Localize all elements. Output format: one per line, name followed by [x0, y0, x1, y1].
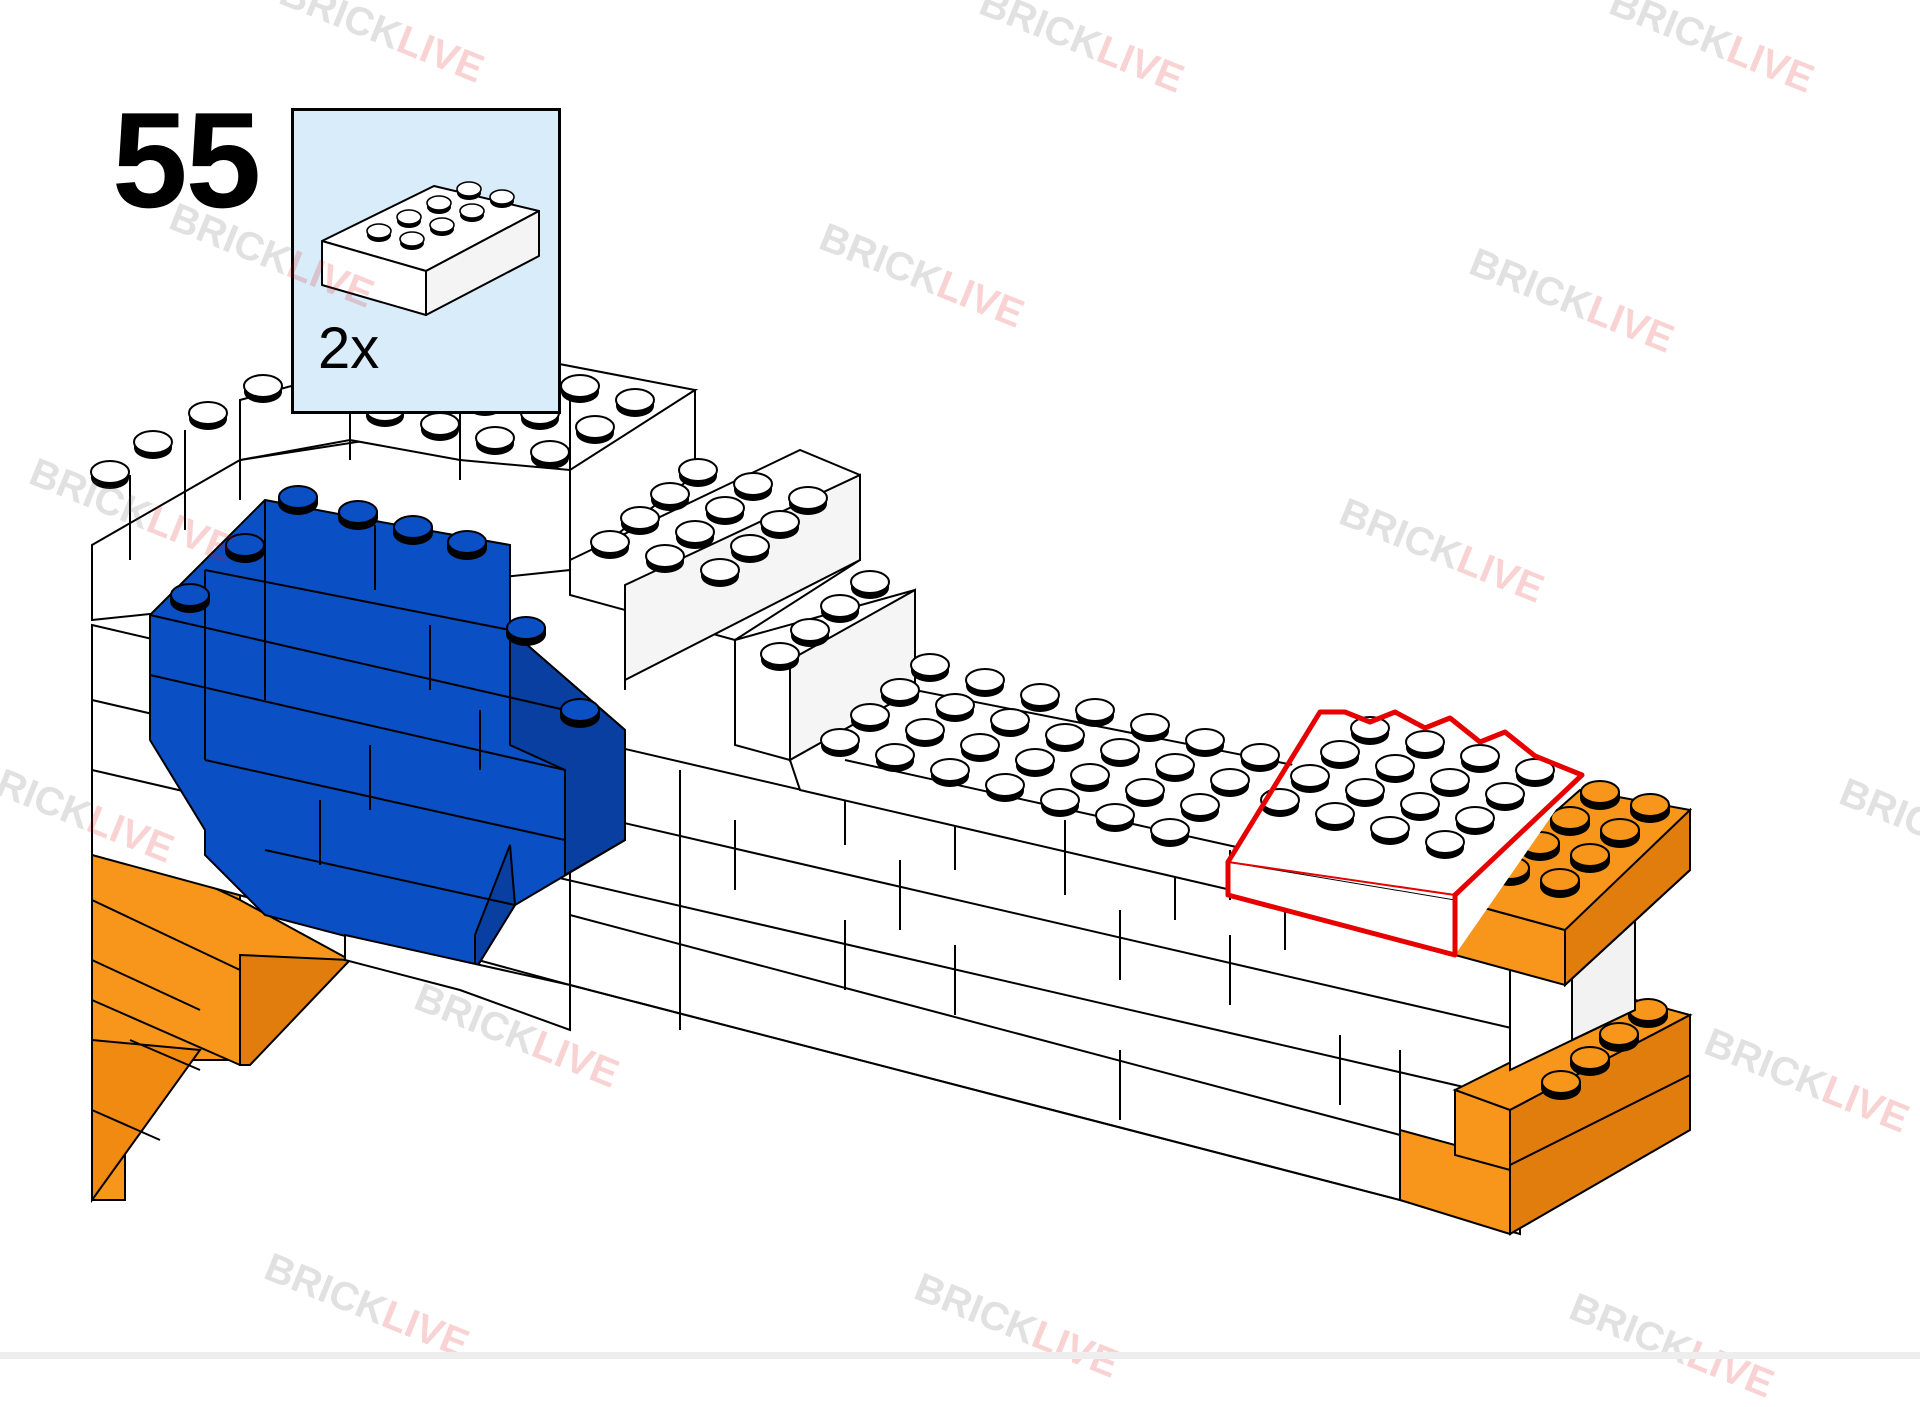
build-scene: [90, 343, 1693, 1236]
page-footer-band: [0, 1352, 1920, 1359]
step-number: 55: [112, 84, 261, 236]
white-wall-lower: [344, 933, 571, 1032]
brick-2x4-icon: [321, 181, 540, 316]
parts-quantity: 2x: [318, 316, 380, 381]
blue-brick-cluster: [149, 485, 626, 974]
new-brick-highlight: [1225, 709, 1585, 958]
orange-right-base: [1399, 998, 1693, 1236]
orange-top-brick: [1452, 780, 1693, 988]
parts-callout: 2x: [291, 108, 561, 414]
